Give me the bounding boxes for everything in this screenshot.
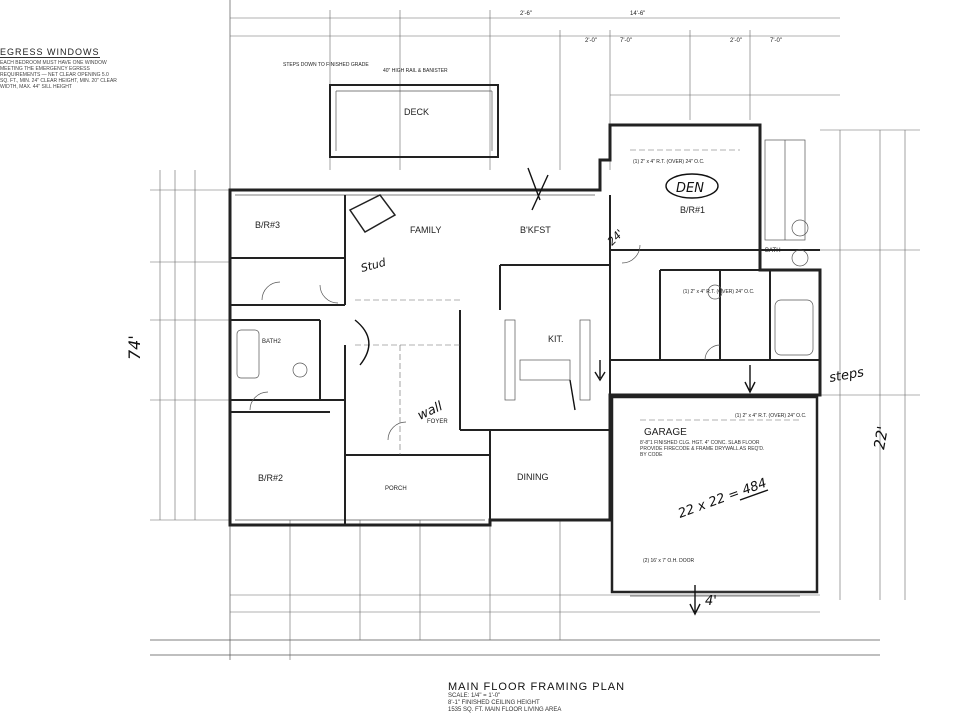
room-label-bath: BATH xyxy=(765,248,781,254)
handwritten-steps: steps xyxy=(828,365,865,386)
garage-notes: 8'-8"1 FINISHED CLG. HGT. 4" CONC. SLAB … xyxy=(640,440,765,458)
ceiling-note: 8'-1" FINISHED CEILING HEIGHT xyxy=(448,700,540,706)
room-label-br3: B/R#3 xyxy=(255,220,280,230)
header-beams xyxy=(355,149,800,455)
drawing-scale: SCALE: 1/4" = 1'-0" xyxy=(448,693,501,699)
top-dim-2: 14'-6" xyxy=(630,11,645,17)
tub-bath1 xyxy=(707,219,814,356)
laundry-header-note: (1) 2" x 4" R.T. (OVER) 24" O.C. xyxy=(683,289,754,295)
door-swings xyxy=(249,244,721,441)
room-label-bath2: BATH2 xyxy=(262,339,282,345)
top-dim-1: 2'-6" xyxy=(520,11,532,17)
closets-br1 xyxy=(764,139,806,241)
handwritten-4: 4' xyxy=(705,594,717,609)
fireplace xyxy=(348,194,397,233)
room-label-bkfst: B'KFST xyxy=(520,225,551,235)
handwritten-markup xyxy=(354,167,769,616)
area-note: 1535 SQ. FT. MAIN FLOOR LIVING AREA xyxy=(448,707,562,713)
room-label-garage: GARAGE xyxy=(644,427,687,438)
top-dim-3: 2'-0" xyxy=(585,38,597,44)
top-dim-6: 7'-0" xyxy=(770,38,782,44)
handwritten-den: DEN xyxy=(676,181,704,196)
handwritten-garage-area: 22 x 22 = 484 xyxy=(676,476,769,522)
room-label-br1: B/R#1 xyxy=(680,205,705,215)
drawing-title: MAIN FLOOR FRAMING PLAN xyxy=(448,681,626,693)
room-label-family: FAMILY xyxy=(410,225,441,235)
egress-text: EACH BEDROOM MUST HAVE ONE WINDOW MEETIN… xyxy=(0,60,117,90)
garage-door-note: (2) 16' x 7' O.H. DOOR xyxy=(643,558,694,564)
handwritten-overall-74: 74' xyxy=(125,335,144,360)
handwritten-stud: Stud xyxy=(359,256,388,275)
handwritten-22: 22' xyxy=(870,425,892,451)
garage xyxy=(610,395,819,597)
room-label-kit: KIT. xyxy=(548,334,564,344)
deck xyxy=(329,84,499,158)
deck-steps-note: STEPS DOWN TO FINISHED GRADE xyxy=(283,62,369,68)
egress-windows-note: EGRESS WINDOWS EACH BEDROOM MUST HAVE ON… xyxy=(0,42,120,90)
br1-header-note: (1) 2" x 4" R.T. (OVER) 24" O.C. xyxy=(633,159,704,165)
top-dimension-strings xyxy=(230,10,840,170)
room-label-foyer: FOYER xyxy=(427,419,448,425)
handwritten-24: 24' xyxy=(605,227,626,248)
garage-header-note: (1) 2" x 4" R.T. (OVER) 24" O.C. xyxy=(735,413,806,419)
title-block: MAIN FLOOR FRAMING PLAN SCALE: 1/4" = 1'… xyxy=(448,681,648,714)
top-dim-4: 7'-0" xyxy=(620,38,632,44)
room-label-porch: PORCH xyxy=(385,486,407,492)
tub-bath2 xyxy=(236,329,308,379)
left-dimension-strings xyxy=(150,170,230,521)
deck-rail-note: 40" HIGH RAIL & BANISTER xyxy=(383,68,448,74)
kitchen-counters xyxy=(504,319,591,401)
bottom-dimension-strings xyxy=(230,520,820,660)
room-label-dining: DINING xyxy=(517,472,549,482)
right-dimension-strings xyxy=(820,129,920,600)
garage-notes-wrapper: 8'-8"1 FINISHED CLG. HGT. 4" CONC. SLAB … xyxy=(640,440,765,458)
egress-heading: EGRESS WINDOWS xyxy=(0,47,100,58)
room-label-br2: B/R#2 xyxy=(258,473,283,483)
top-dim-5: 2'-0" xyxy=(730,38,742,44)
deck-label: DECK xyxy=(404,107,429,117)
